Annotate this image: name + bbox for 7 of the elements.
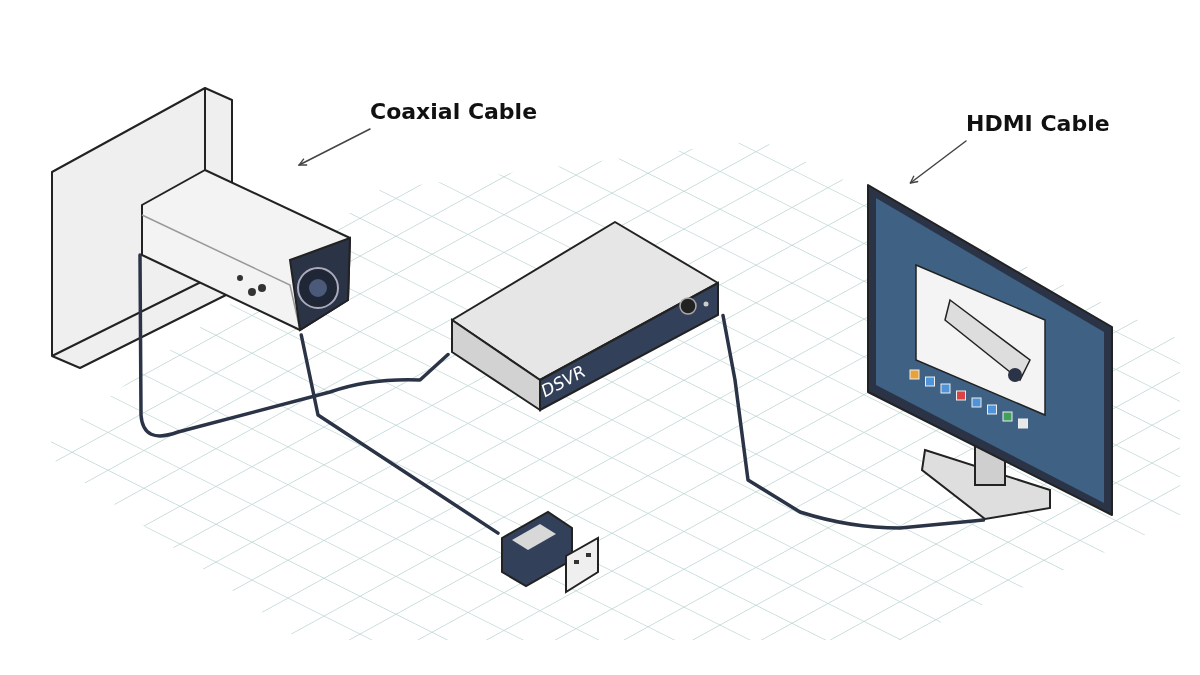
cable [299, 333, 500, 535]
callout-label: HDMI Cable [966, 107, 1110, 141]
callout-label: Coaxial Cable [370, 95, 538, 129]
cable [138, 253, 450, 438]
leader-line [909, 140, 967, 184]
leader-line [298, 128, 371, 166]
cable [721, 313, 986, 530]
